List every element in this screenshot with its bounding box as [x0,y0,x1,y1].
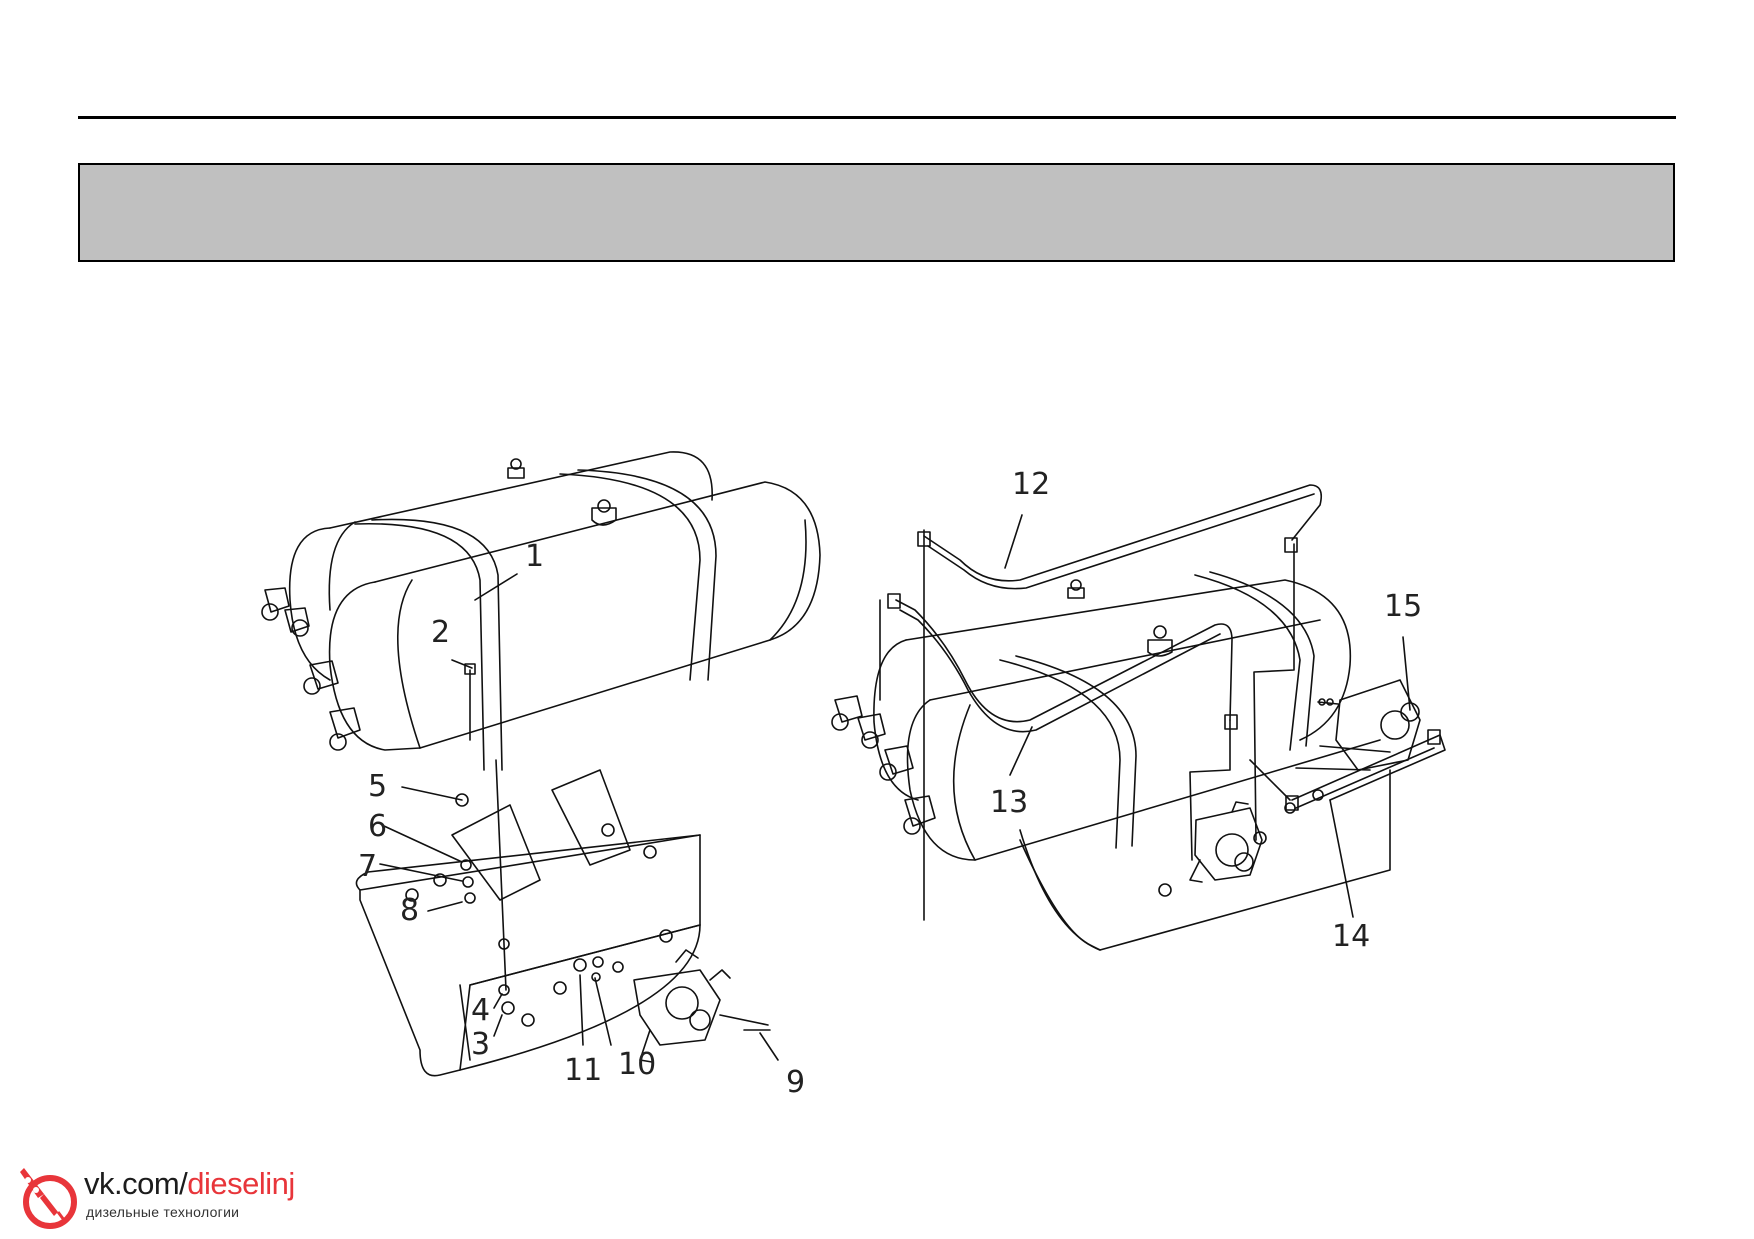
callout-10: 10 [618,1047,656,1082]
callout-6: 6 [368,809,387,844]
right-leader-lines [1004,514,1411,918]
air-tank-front [328,481,821,751]
callout-15: 15 [1384,589,1422,624]
left-leader-lines [379,573,779,1061]
brand-watermark: vk.com/dieselinj дизельные технологии [14,1160,314,1232]
callout-5: 5 [368,769,387,804]
callout-1: 1 [525,539,544,574]
brand-url-accent: dieselinj [187,1166,295,1201]
mounting-box [355,769,701,1077]
right-assembly [831,484,1446,951]
brand-url-prefix: vk.com/ [84,1166,188,1201]
header-rule [78,116,1676,119]
callout-2: 2 [431,615,450,650]
callout-3: 3 [471,1027,490,1062]
diesel-injector-icon [20,1168,77,1229]
callout-4: 4 [471,993,490,1028]
valve-assembly-right [1189,801,1263,883]
left-assembly [261,451,821,1077]
callout-12: 12 [1012,467,1050,502]
pipe-14 [1249,734,1446,809]
pipe-nuts [887,531,1441,811]
valve-15 [1295,679,1421,771]
callout-9: 9 [786,1065,805,1100]
tank-top-fittings [507,458,617,526]
callout-11: 11 [564,1053,602,1088]
tank-straps-right [999,571,1315,849]
brand-url[interactable]: vk.com/dieselinj [84,1166,295,1202]
callout-8: 8 [400,893,419,928]
callout-7: 7 [358,849,377,884]
tank-side-fittings-right [831,695,936,835]
air-tank-front-right [906,619,1381,861]
valve-assembly-left [633,949,731,1063]
mounting-box-right [1019,769,1391,951]
callout-14: 14 [1332,919,1370,954]
callout-labels: 1 2 3 4 5 6 7 8 9 10 11 12 13 14 15 [358,467,1422,1100]
tank-top-fittings-right [1067,579,1173,657]
callout-13: 13 [990,785,1028,820]
tank-side-fittings [261,587,361,751]
brand-subtitle: дизельные технологии [86,1204,240,1220]
pipe-13 [879,599,1233,861]
left-fasteners [455,663,771,1031]
air-tank-rear-right [873,579,1352,801]
air-tank-rear [288,451,713,681]
tank-straps [354,469,717,771]
pipe-12 [923,484,1323,921]
title-banner [78,163,1675,262]
